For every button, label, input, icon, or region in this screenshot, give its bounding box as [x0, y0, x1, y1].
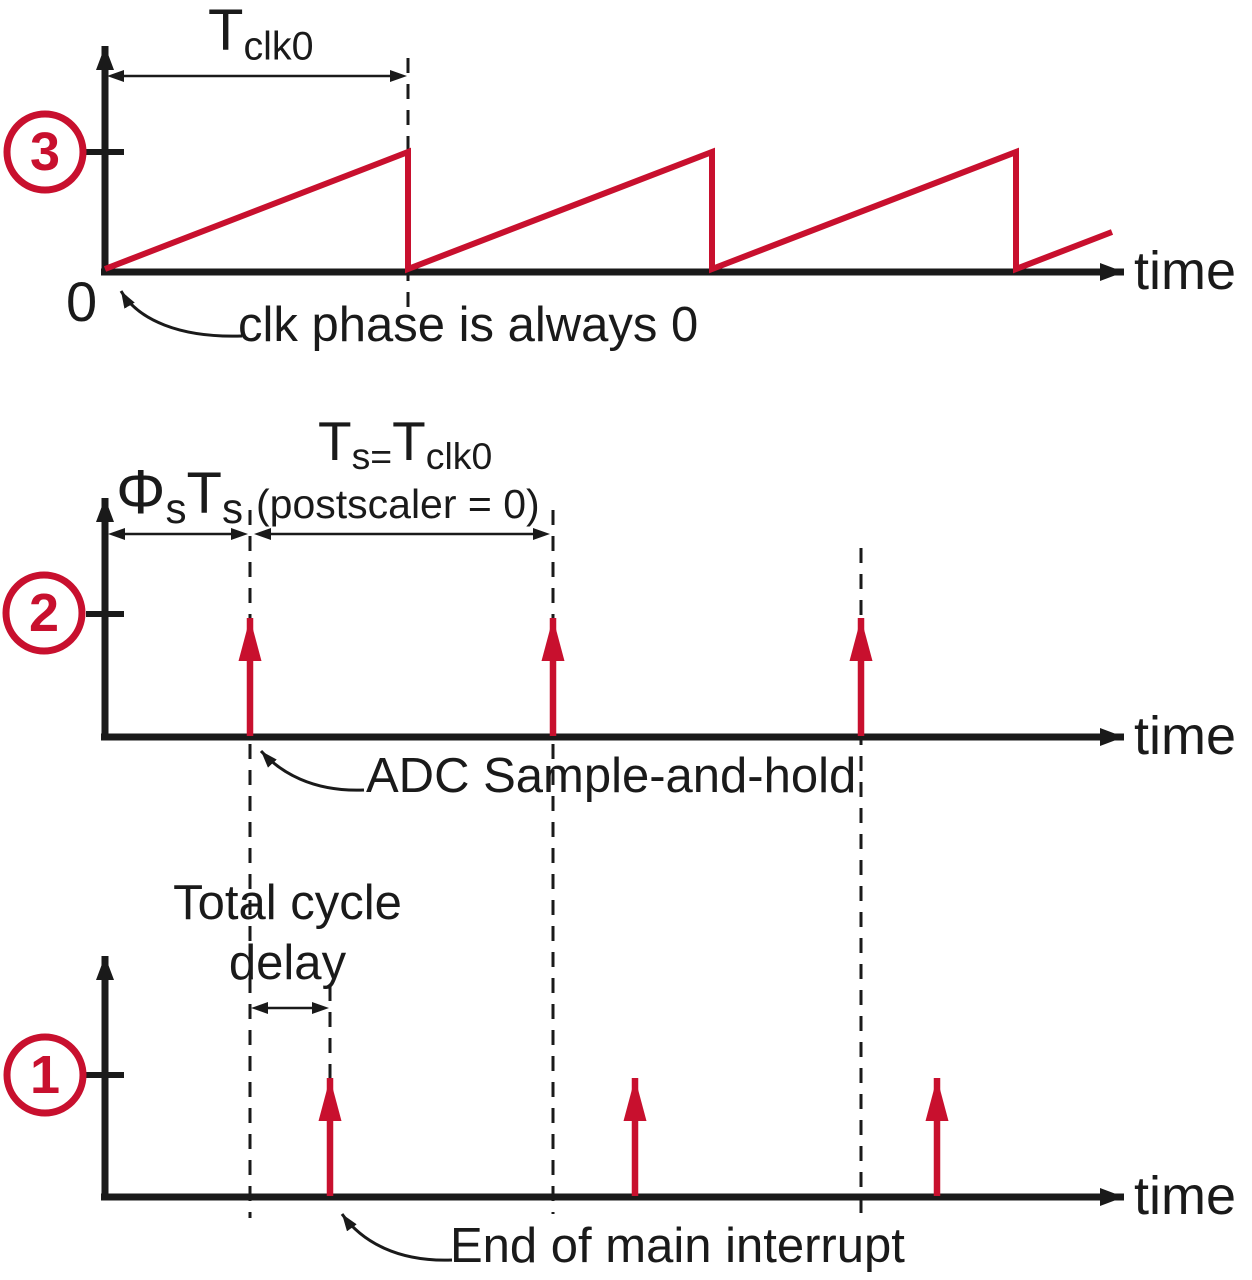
ts-sub1: s=	[351, 434, 393, 477]
time-axis-label-middle: time	[1134, 706, 1237, 766]
phase-measurement-arrow	[108, 528, 248, 540]
ts-sub: s	[221, 485, 244, 533]
badge-circle-1	[3, 1033, 87, 1117]
end-interrupt-annotation: End of main interrupt	[450, 1219, 905, 1273]
ts-t2: T	[392, 410, 426, 472]
phi-sub: s	[165, 485, 187, 533]
arrowhead-left	[254, 528, 271, 540]
clk-phase-annotation: clk phase is always 0	[238, 298, 699, 352]
postscaler-note: (postscaler = 0)	[256, 481, 540, 527]
badge-circle-2	[2, 571, 86, 655]
arrowhead-left	[108, 528, 125, 540]
annotation-arrow	[119, 290, 243, 338]
tclk0-sub: clk0	[243, 24, 314, 69]
delay-measurement-arrow	[251, 1002, 329, 1014]
ts-sub2: clk0	[425, 434, 493, 477]
panel-3-clock	[3, 46, 1124, 338]
arrowhead-right	[231, 528, 248, 540]
delay-line1: Total cycle	[173, 876, 402, 930]
sawtooth-wave	[103, 147, 1114, 274]
ts-t1: T	[318, 410, 352, 472]
panel-2-sample	[2, 498, 1124, 1218]
time-axis-label-top: time	[1134, 241, 1237, 301]
panel-badge-1: 1	[29, 1045, 61, 1105]
ts-main: T	[186, 461, 222, 526]
arrowhead-left	[107, 70, 124, 82]
arrowhead-right	[390, 70, 407, 82]
panel-badge-3: 3	[29, 122, 61, 182]
ts-equals-tclk0-label: Ts=Tclk0	[318, 414, 492, 475]
annotation-arrow	[259, 749, 365, 792]
panel-1-interrupt	[3, 956, 1124, 1262]
period-measurement-arrow	[107, 70, 407, 82]
phi-symbol: Φ	[116, 458, 166, 527]
origin-zero-label: 0	[66, 270, 98, 333]
period-measurement-arrow	[254, 528, 550, 540]
adc-sample-annotation: ADC Sample-and-hold	[366, 749, 857, 803]
phase-delay-label: ΦsTs	[116, 462, 243, 530]
annotation-arrow	[340, 1213, 453, 1262]
badge-circle-3	[3, 110, 87, 194]
arrowhead-left	[251, 1002, 268, 1014]
arrowhead-right	[533, 528, 550, 540]
delay-line2: delay	[228, 935, 347, 990]
tclk0-period-label: Tclk0	[208, 2, 314, 67]
time-axis-label-bottom: time	[1134, 1166, 1237, 1226]
panel-badge-2: 2	[28, 583, 60, 643]
tclk0-main: T	[208, 0, 244, 63]
arrowhead-right	[312, 1002, 329, 1014]
